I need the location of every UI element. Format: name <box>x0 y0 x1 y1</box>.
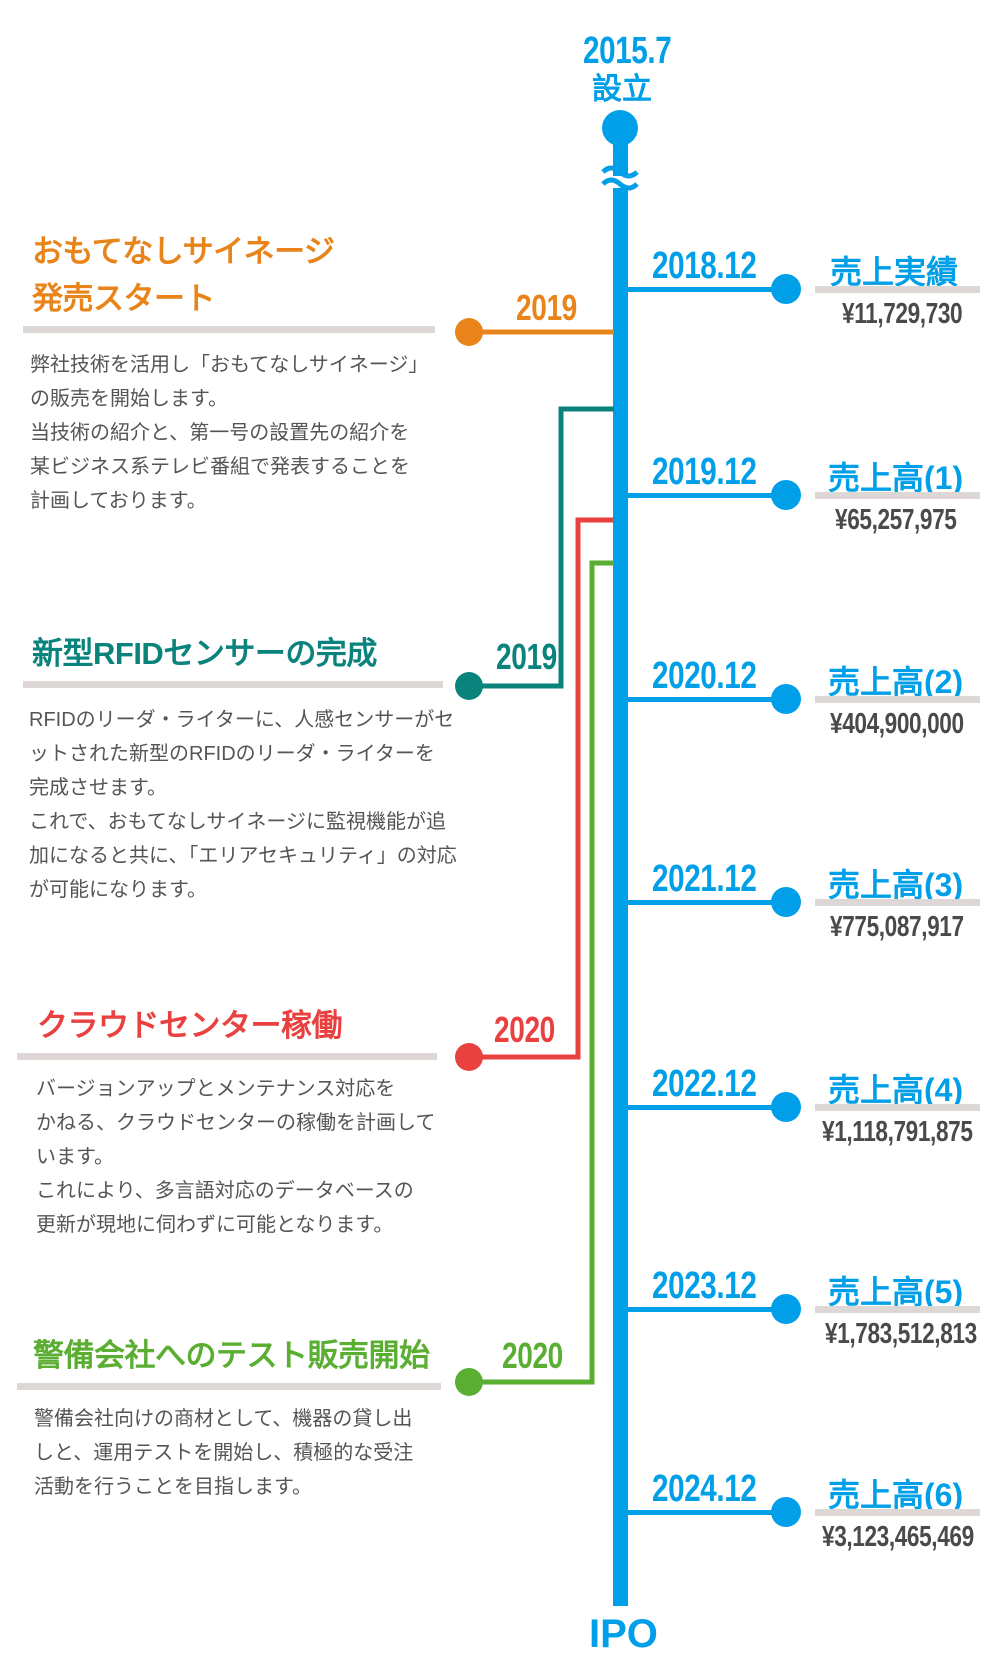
event-rule <box>17 1383 441 1390</box>
body-line: 計画しております。 <box>30 490 207 512</box>
body-line: しと、運用テストを開始し、積極的な受注 <box>34 1442 414 1464</box>
event-rule <box>23 681 443 688</box>
body-line: RFIDのリーダ・ライターに、人感センサーがセ <box>29 709 455 731</box>
start-label: 設立 <box>592 73 652 106</box>
milestone-rule <box>815 1509 980 1516</box>
milestone-amount: ¥775,087,917 <box>830 911 964 943</box>
milestone-date: 2020.12 <box>652 655 757 697</box>
milestone-date: 2022.12 <box>652 1063 757 1105</box>
milestone-rule <box>815 899 980 906</box>
milestone-title: 売上高(1) <box>828 460 964 496</box>
milestone-rule <box>815 1104 980 1111</box>
event-rule <box>17 1053 437 1060</box>
milestone-title: 売上高(4) <box>828 1072 964 1108</box>
milestone-title: 売上高(2) <box>828 664 964 700</box>
event-body: 弊社技術を活用し「おもてなしサイネージ」 の販売を開始します。 当技術の紹介と、… <box>30 348 428 518</box>
milestone-title: 売上実績 <box>830 254 959 290</box>
milestone-title: 売上高(6) <box>828 1477 964 1513</box>
milestone-rule <box>815 492 980 499</box>
event-year: 2020 <box>502 1335 563 1376</box>
body-line: 完成させます。 <box>29 777 167 799</box>
event-title: 発売スタート <box>32 281 216 316</box>
milestone-date: 2023.12 <box>652 1265 757 1307</box>
event-title: 警備会社へのテスト販売開始 <box>33 1338 430 1373</box>
start-date: 2015.7 <box>583 30 672 72</box>
body-line: かねる、クラウドセンターの稼働を計画して <box>36 1112 436 1134</box>
body-line: います。 <box>36 1146 114 1168</box>
body-line: の販売を開始します。 <box>30 388 228 410</box>
body-line: ットされた新型のRFIDのリーダ・ライターを <box>29 743 435 765</box>
body-line: 弊社技術を活用し「おもてなしサイネージ」 <box>30 354 429 376</box>
start-dot <box>602 110 638 146</box>
break-squiggle-icon <box>601 165 639 191</box>
milestone-amount: ¥1,783,512,813 <box>825 1318 977 1350</box>
milestone-date: 2018.12 <box>652 245 757 287</box>
body-line: 加になると共に、「エリアセキュリティ」の対応 <box>29 845 457 867</box>
body-line: 更新が現地に伺わずに可能となります。 <box>36 1214 394 1236</box>
body-line: 某ビジネス系テレビ番組で発表することを <box>30 456 410 478</box>
milestone-rule <box>815 1306 980 1313</box>
milestone-title: 売上高(5) <box>828 1274 964 1310</box>
milestone-amount: ¥11,729,730 <box>842 298 963 330</box>
ipo-label: IPO <box>589 1612 658 1656</box>
event-body: RFIDのリーダ・ライターに、人感センサーがセ ットされた新型のRFIDのリーダ… <box>29 703 457 907</box>
event-connector-teal <box>455 406 614 700</box>
event-connector-red <box>455 517 614 1071</box>
body-line: 警備会社向けの商材として、機器の貸し出 <box>34 1408 413 1430</box>
milestone-amount: ¥65,257,975 <box>835 504 957 536</box>
event-body: バージョンアップとメンテナンス対応を かねる、クラウドセンターの稼働を計画して … <box>36 1072 435 1242</box>
body-line: これで、おもてなしサイネージに監視機能が追 <box>29 811 446 833</box>
main-timeline-line <box>613 188 628 1606</box>
body-line: バージョンアップとメンテナンス対応を <box>36 1078 396 1100</box>
event-rule <box>23 326 435 333</box>
event-body: 警備会社向けの商材として、機器の貸し出 しと、運用テストを開始し、積極的な受注 … <box>34 1402 413 1504</box>
event-year: 2019 <box>496 636 557 677</box>
milestone-date: 2024.12 <box>652 1468 757 1510</box>
event-title: おもてなしサイネージ <box>32 234 335 269</box>
milestone-amount: ¥1,118,791,875 <box>822 1116 973 1148</box>
event-connector-orange <box>455 318 614 346</box>
milestone-date: 2019.12 <box>652 451 757 493</box>
body-line: これにより、多言語対応のデータベースの <box>36 1180 414 1202</box>
milestone-amount: ¥3,123,465,469 <box>822 1521 974 1553</box>
milestone-date: 2021.12 <box>652 858 757 900</box>
event-connector-green <box>455 560 614 1396</box>
event-year: 2020 <box>494 1009 555 1050</box>
milestone-title: 売上高(3) <box>828 867 964 903</box>
milestone-rule <box>815 286 980 293</box>
body-line: 活動を行うことを目指します。 <box>34 1476 312 1498</box>
body-line: 当技術の紹介と、第一号の設置先の紹介を <box>30 422 410 444</box>
event-year: 2019 <box>516 287 577 328</box>
body-line: が可能になります。 <box>29 879 207 901</box>
milestone-branch <box>626 274 801 1527</box>
event-title: 新型RFIDセンサーの完成 <box>32 636 377 671</box>
event-title: クラウドセンター稼働 <box>37 1008 343 1043</box>
milestone-amount: ¥404,900,000 <box>830 708 964 740</box>
milestone-rule <box>815 696 980 703</box>
